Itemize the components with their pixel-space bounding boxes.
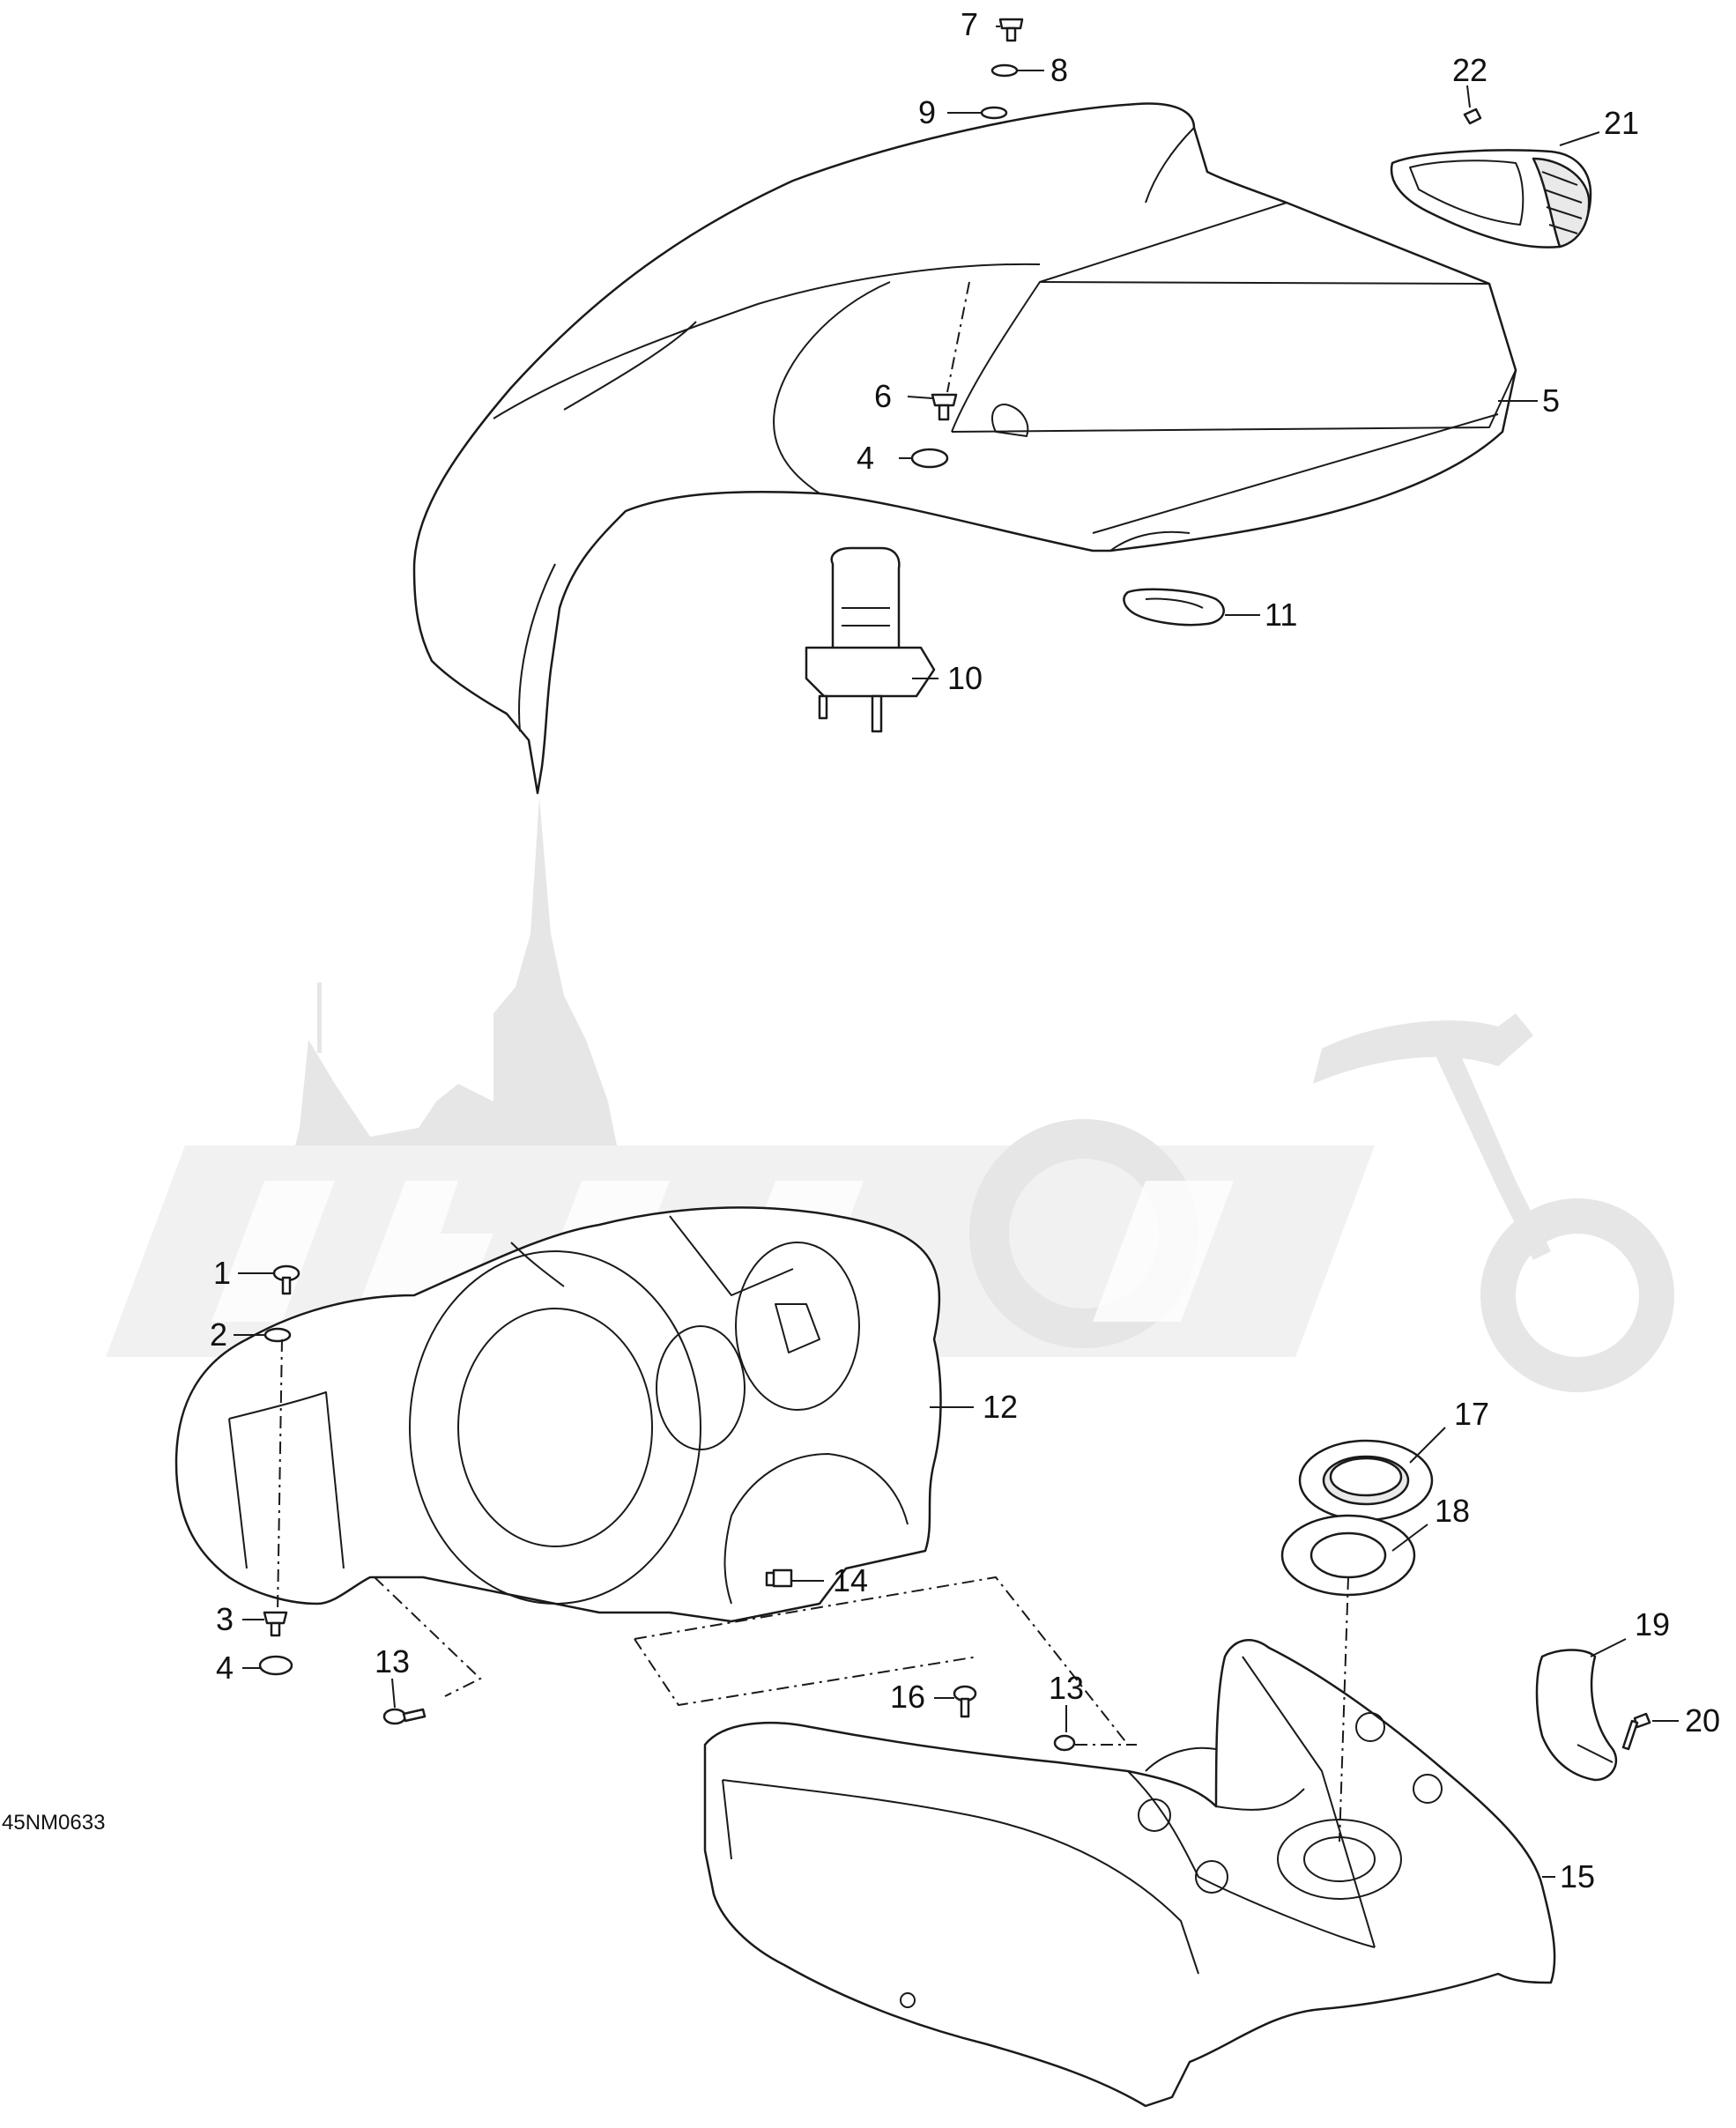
callout-9: 9 bbox=[918, 94, 936, 130]
callout-2: 2 bbox=[210, 1316, 227, 1353]
hardware bbox=[258, 18, 1651, 1752]
callout-1: 1 bbox=[213, 1255, 231, 1291]
callout-13-left: 13 bbox=[375, 1643, 410, 1679]
callout-8: 8 bbox=[1050, 52, 1068, 88]
drawing-code: 45NM0633 bbox=[2, 1811, 105, 1835]
callout-20: 20 bbox=[1685, 1702, 1720, 1739]
part-10-latch bbox=[805, 546, 936, 733]
callout-4-lower: 4 bbox=[216, 1650, 234, 1686]
part-12-gauge-housing bbox=[174, 1206, 942, 1623]
callout-18: 18 bbox=[1435, 1493, 1470, 1529]
callout-17: 17 bbox=[1454, 1396, 1489, 1432]
callout-22: 22 bbox=[1452, 52, 1487, 88]
callout-14: 14 bbox=[833, 1562, 868, 1598]
callout-13-right: 13 bbox=[1049, 1670, 1084, 1706]
callout-12: 12 bbox=[983, 1389, 1018, 1425]
callout-19: 19 bbox=[1635, 1606, 1670, 1642]
callout-15: 15 bbox=[1560, 1858, 1595, 1894]
callout-6-text: 6 bbox=[874, 378, 892, 414]
assembly-lines bbox=[277, 281, 1349, 1843]
callout-10: 10 bbox=[947, 660, 983, 696]
callout-11: 11 bbox=[1265, 597, 1297, 633]
callout-4-upper: 4 bbox=[857, 440, 874, 476]
callout-labels: 7 8 9 6 5 6 4 5 11 10 22 21 1 2 3 4 12 1… bbox=[2, 6, 1720, 1894]
part-17-nut bbox=[1298, 1439, 1434, 1522]
part-18-washer bbox=[1280, 1514, 1416, 1597]
callout-21: 21 bbox=[1604, 105, 1639, 141]
part-19-cover bbox=[1535, 1649, 1618, 1782]
callout-3: 3 bbox=[216, 1601, 234, 1637]
leader-lines bbox=[234, 26, 1679, 1878]
part-15-console bbox=[703, 1639, 1556, 2108]
callout-5: 5 bbox=[1542, 382, 1560, 419]
part-21-trim bbox=[1390, 149, 1592, 248]
windshield-hood bbox=[412, 102, 1517, 795]
callout-7: 7 bbox=[961, 6, 978, 42]
part-11-trim bbox=[1123, 588, 1225, 627]
callout-16: 16 bbox=[890, 1679, 925, 1715]
